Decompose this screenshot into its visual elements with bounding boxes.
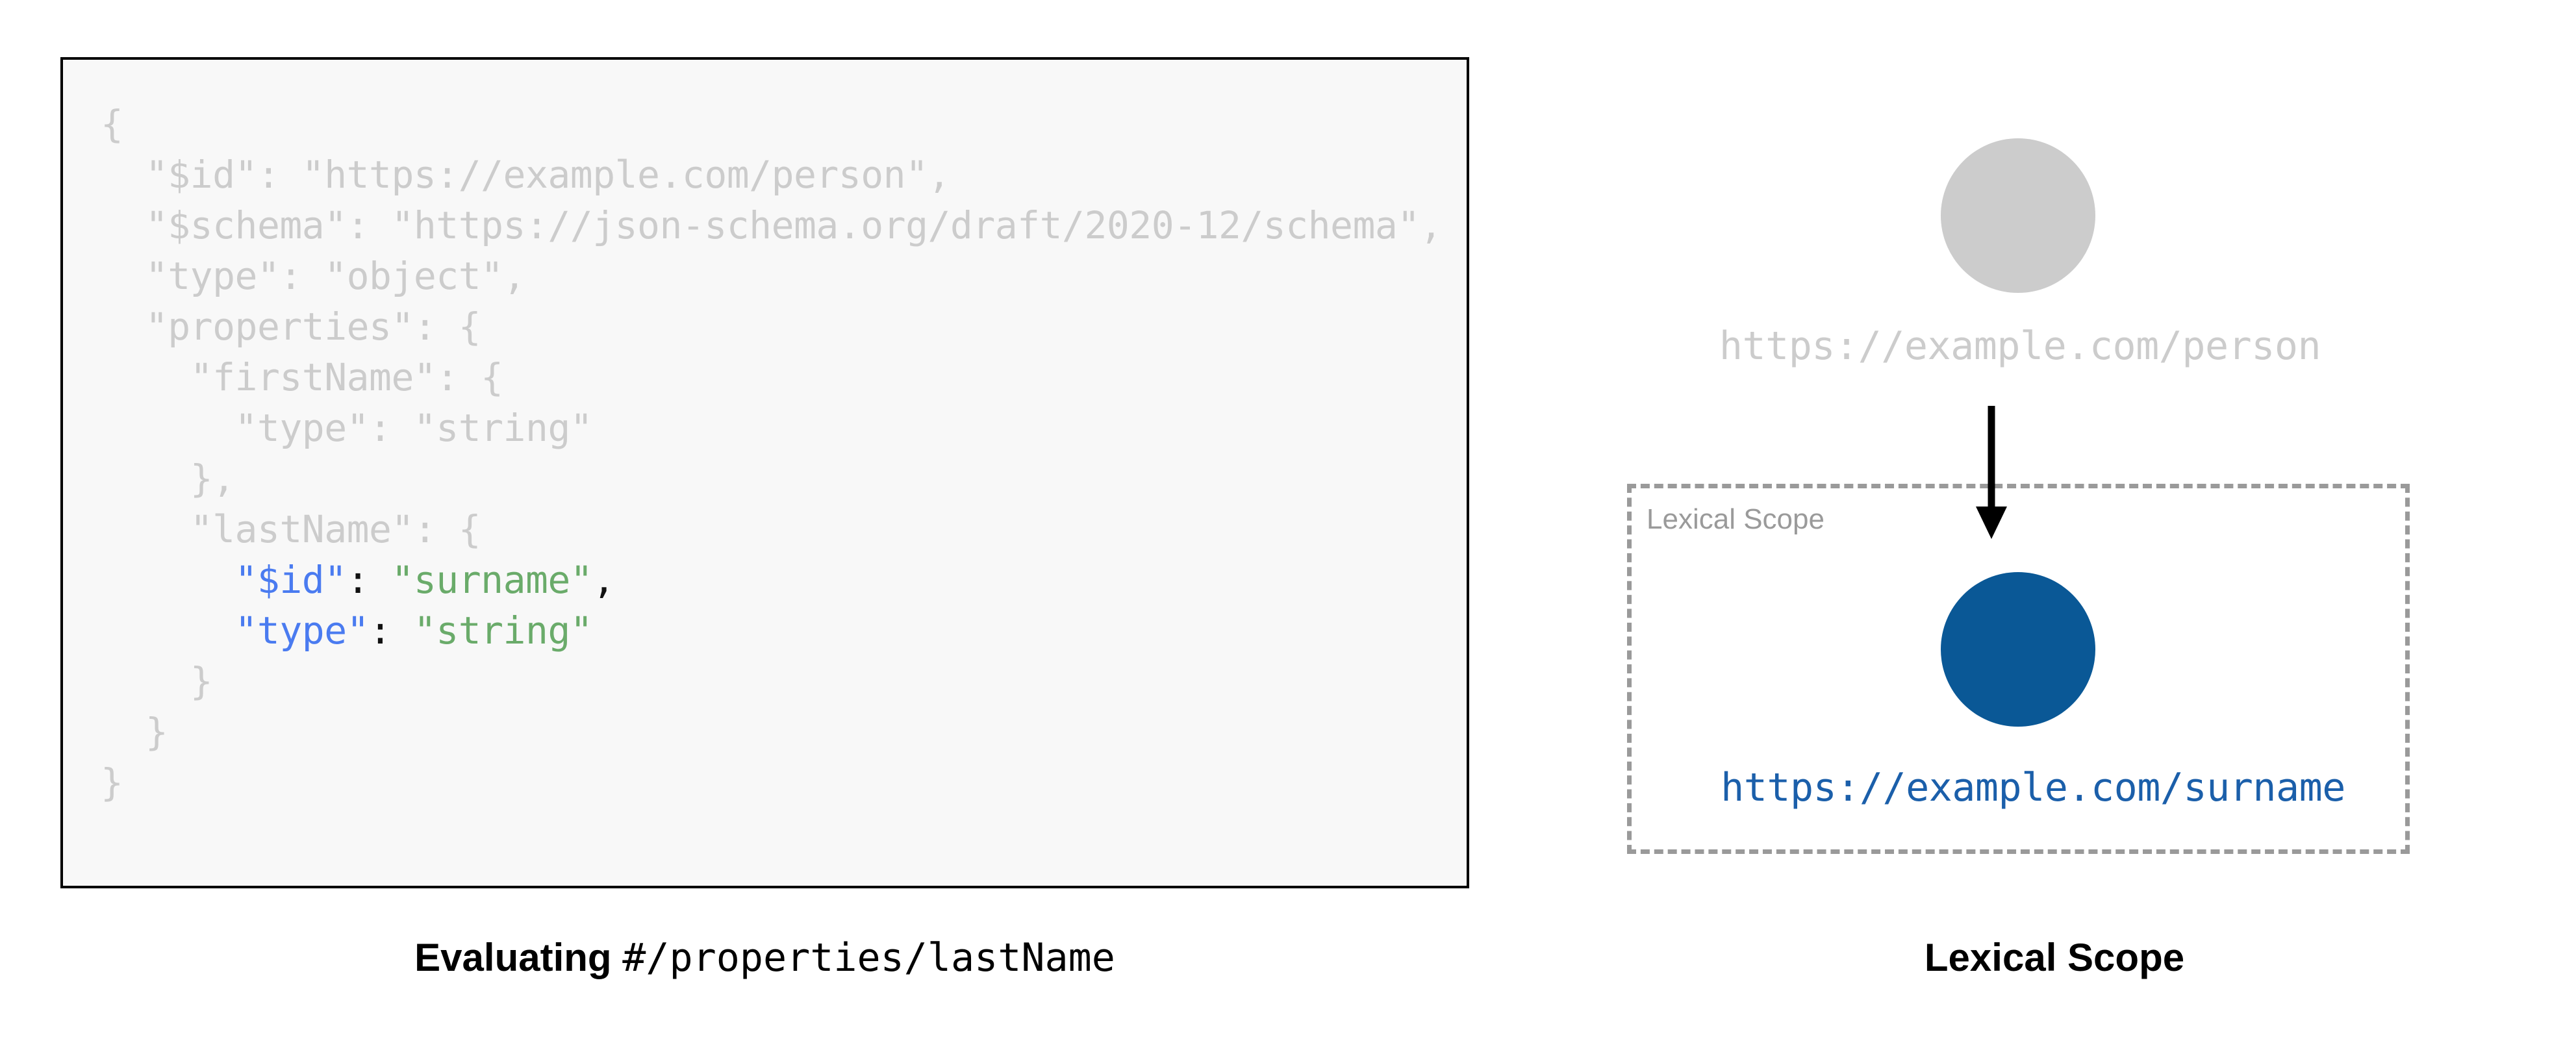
inner-schema-node-label: https://example.com/surname <box>1721 765 2345 810</box>
code-line: "properties": { <box>101 301 1442 352</box>
code-token: "type": "string" <box>234 406 593 450</box>
code-line: "type": "string" <box>101 403 1442 453</box>
inner-schema-node-circle <box>1941 572 2095 727</box>
code-token: : <box>369 608 414 653</box>
code-token: "$id": "https://example.com/person", <box>145 153 951 197</box>
outer-schema-node-label: https://example.com/person <box>1719 323 2321 369</box>
code-line: } <box>101 707 1442 757</box>
code-token: "firstName": { <box>190 355 503 399</box>
code-line: } <box>101 656 1442 707</box>
code-token: "$schema": "https://json-schema.org/draf… <box>145 203 1443 247</box>
code-line: "type": "string" <box>101 605 1442 656</box>
code-token: "lastName": { <box>190 507 481 551</box>
code-token: }, <box>190 457 235 501</box>
json-schema-code: { "$id": "https://example.com/person", "… <box>101 99 1443 808</box>
code-line: "$schema": "https://json-schema.org/draf… <box>101 200 1443 251</box>
code-token: "surname" <box>391 558 593 602</box>
code-token: } <box>145 710 168 754</box>
code-token: "type": "object", <box>145 254 526 298</box>
json-schema-code-box: { "$id": "https://example.com/person", "… <box>60 57 1469 888</box>
code-line: "$id": "surname", <box>101 555 1442 605</box>
code-token: "string" <box>413 608 593 653</box>
code-line: "type": "object", <box>101 251 1442 301</box>
code-token: } <box>101 760 123 805</box>
code-token: "$id" <box>234 558 347 602</box>
downward-arrow-icon <box>1976 406 2007 539</box>
code-token: { <box>101 102 123 146</box>
outer-schema-node-circle <box>1941 138 2095 293</box>
code-line: "firstName": { <box>101 352 1442 403</box>
evaluating-caption-bold: Evaluating <box>414 936 612 979</box>
schema-code-panel: { "$id": "https://example.com/person", "… <box>60 57 1469 981</box>
code-line: { <box>101 99 1442 149</box>
lexical-scope-box-label: Lexical Scope <box>1647 503 1825 535</box>
code-token: : <box>346 558 392 602</box>
lexical-scope-diagram-panel: https://example.com/person Lexical Scope… <box>1533 0 2576 1039</box>
code-line: "$id": "https://example.com/person", <box>101 149 1442 200</box>
lexical-scope-box <box>1627 484 2410 854</box>
code-token: } <box>190 659 213 703</box>
evaluating-caption: Evaluating #/properties/lastName <box>60 935 1469 981</box>
code-token: "type" <box>234 608 370 653</box>
lexical-scope-caption-bold: Lexical Scope <box>1924 936 2185 979</box>
lexical-scope-caption: Lexical Scope <box>1533 935 2576 980</box>
code-line: "lastName": { <box>101 504 1442 555</box>
code-line: } <box>101 757 1442 808</box>
code-line: }, <box>101 453 1442 504</box>
evaluating-caption-pointer: #/properties/lastName <box>622 935 1115 981</box>
code-token: "properties": { <box>145 305 481 349</box>
code-token: , <box>592 558 615 602</box>
